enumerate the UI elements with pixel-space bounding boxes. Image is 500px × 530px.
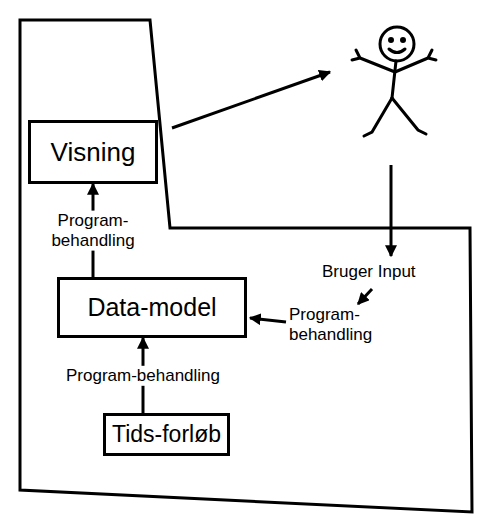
flow-arrow: [142, 338, 145, 413]
input-arrow: [358, 289, 372, 304]
box-label: Data-model: [87, 294, 216, 322]
flow-label: Program- behandling: [289, 305, 384, 346]
edge-label: Program- behandling: [47, 210, 139, 251]
flow-arrow: [92, 184, 95, 277]
figure-arm: [395, 50, 436, 72]
figure-leg: [392, 98, 426, 134]
edge-label: Program-behandling: [66, 365, 220, 385]
figure-head: [380, 27, 414, 61]
stick-figure: [352, 27, 436, 136]
process-box: Visning: [28, 120, 158, 184]
output-arrow: [172, 72, 330, 128]
input-arrow: [250, 318, 286, 322]
box-label: Tids-forløb: [112, 422, 221, 447]
process-box: Data-model: [57, 277, 247, 338]
figure-leg: [364, 98, 392, 136]
figure-eye: [402, 39, 405, 42]
figure-body: [392, 61, 396, 98]
system-outline: [20, 20, 472, 512]
figure-smile: [389, 49, 405, 53]
connector-group: [93, 184, 143, 413]
figure-eye: [390, 39, 393, 42]
box-label: Visning: [51, 138, 136, 167]
process-box: Tids-forløb: [103, 413, 230, 456]
flow-label: Bruger Input: [322, 262, 432, 282]
input-arrow: [390, 165, 393, 256]
figure-arm: [352, 50, 395, 72]
